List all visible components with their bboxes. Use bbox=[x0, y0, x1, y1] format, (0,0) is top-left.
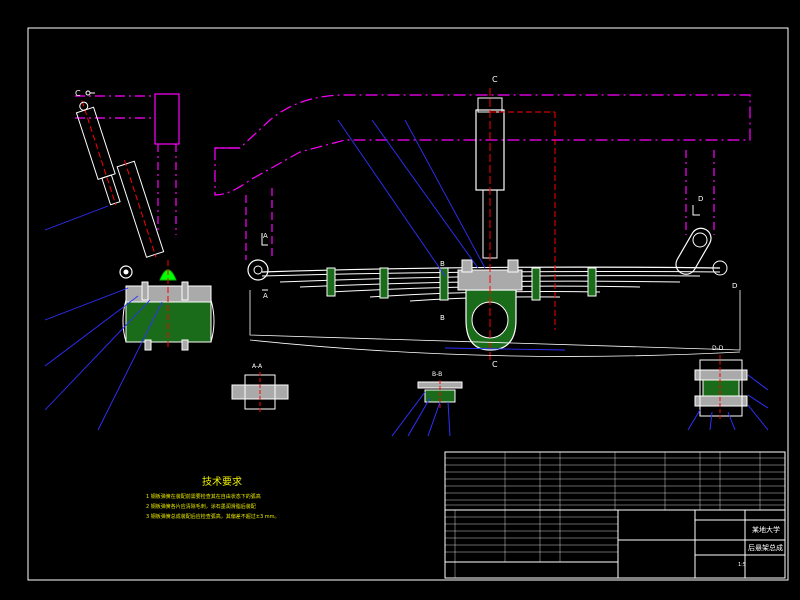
drawing-name: 后悬架总成 bbox=[748, 543, 783, 552]
center-axle: C C bbox=[457, 75, 523, 369]
section-markers: A A B B D D bbox=[261, 195, 737, 322]
note-line-3: 3 钢板弹簧总成装配后应检查弧高，其偏差不超过±3 mm。 bbox=[146, 514, 280, 520]
view-a-a: A-A bbox=[231, 363, 289, 412]
view-label-aa: A-A bbox=[252, 363, 263, 370]
school-name: 某地大学 bbox=[752, 525, 780, 534]
shock-absorber: C bbox=[75, 89, 165, 279]
vehicle-frame bbox=[75, 93, 751, 260]
section-label-c-bottom: C bbox=[492, 360, 498, 369]
note-line-1: 1 钢板弹簧在装配前需要检查其在自由状态下的弧高 bbox=[146, 494, 261, 500]
section-label-d-bottom: D bbox=[732, 282, 737, 290]
section-label-a-top: A bbox=[263, 232, 268, 240]
notes-title: 技术要求 bbox=[202, 477, 242, 488]
left-axle-section bbox=[122, 260, 215, 351]
section-label-d-top: D bbox=[698, 195, 703, 203]
view-label-bb: B-B bbox=[432, 371, 442, 378]
dimension-lines bbox=[249, 290, 741, 357]
section-label-b-top: B bbox=[440, 260, 445, 268]
scale-value: 1:5 bbox=[738, 562, 746, 568]
section-label-c-left: C bbox=[75, 89, 81, 98]
leader-lines bbox=[44, 119, 566, 431]
section-label-b-bottom: B bbox=[440, 314, 445, 322]
note-line-2: 2 钢板弹簧各片应清除毛刺，涂石墨润滑脂后装配 bbox=[146, 504, 256, 510]
view-b-b: B-B bbox=[391, 371, 463, 437]
drawing-border bbox=[27, 27, 789, 581]
view-d-d: D-D bbox=[687, 345, 769, 431]
section-label-a-bottom: A bbox=[263, 292, 268, 300]
section-label-c-top: C bbox=[492, 75, 498, 84]
view-label-dd: D-D bbox=[712, 345, 724, 352]
title-block: 某地大学 后悬架总成 1:5 bbox=[444, 451, 786, 579]
